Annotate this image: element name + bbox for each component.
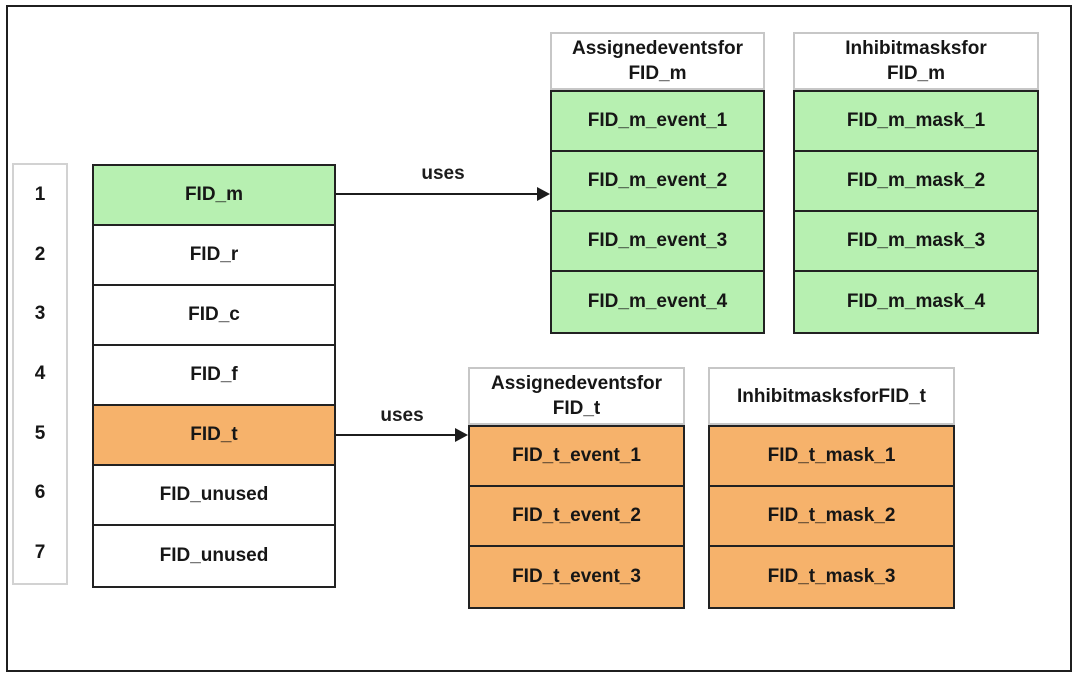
fid-t-events-header: Assignedeventsfor FID_t	[468, 367, 685, 425]
fid-t-events-title-line2: FID_t	[552, 398, 601, 419]
fid-m-masks-title-line2: FID_m	[886, 63, 946, 84]
fid-index-column: 1 2 3 4 5 6 7	[12, 163, 68, 585]
uses-arrow-fid-t-label: uses	[380, 405, 424, 426]
fid-row-fid-c: FID_c	[94, 286, 334, 346]
fid-t-events-title-line1: Assignedeventsfor	[490, 373, 663, 394]
index-number: 6	[34, 482, 46, 504]
fid-t-masks-table: InhibitmasksforFID_t FID_t_mask_1 FID_t_…	[708, 367, 955, 609]
fid-m-masks-header: Inhibitmasksfor FID_m	[793, 32, 1039, 90]
uses-arrow-fid-t	[336, 428, 468, 442]
index-number: 1	[34, 183, 46, 205]
fid-row-fid-f: FID_f	[94, 346, 334, 406]
fid-m-mask-cell: FID_m_mask_1	[795, 92, 1037, 152]
index-number: 3	[34, 303, 46, 325]
fid-m-events-header: Assignedeventsfor FID_m	[550, 32, 765, 90]
fid-m-events-title-line1: Assignedeventsfor	[571, 38, 744, 59]
fid-t-event-cell: FID_t_event_3	[470, 547, 683, 607]
index-number: 5	[34, 422, 46, 444]
index-number: 4	[34, 363, 46, 385]
fid-m-masks-table: Inhibitmasksfor FID_m FID_m_mask_1 FID_m…	[793, 32, 1039, 334]
fid-row-fid-m: FID_m	[94, 166, 334, 226]
index-number: 7	[34, 542, 46, 564]
fid-m-event-cell: FID_m_event_4	[552, 272, 763, 332]
fid-row-fid-unused-2: FID_unused	[94, 526, 334, 586]
fid-m-mask-cell: FID_m_mask_3	[795, 212, 1037, 272]
uses-arrow-fid-m	[336, 187, 550, 201]
fid-t-masks-header: InhibitmasksforFID_t	[708, 367, 955, 425]
fid-m-mask-cell: FID_m_mask_4	[795, 272, 1037, 332]
index-number: 2	[34, 243, 46, 265]
fid-row-fid-unused-1: FID_unused	[94, 466, 334, 526]
fid-table: FID_m FID_r FID_c FID_f FID_t FID_unused…	[92, 164, 336, 588]
fid-t-mask-cell: FID_t_mask_3	[710, 547, 953, 607]
fid-m-event-cell: FID_m_event_2	[552, 152, 763, 212]
fid-m-mask-cell: FID_m_mask_2	[795, 152, 1037, 212]
fid-t-mask-cell: FID_t_mask_1	[710, 427, 953, 487]
fid-m-event-cell: FID_m_event_3	[552, 212, 763, 272]
uses-arrow-fid-m-label: uses	[421, 163, 465, 184]
fid-m-masks-title-line1: Inhibitmasksfor	[845, 38, 987, 59]
fid-row-fid-r: FID_r	[94, 226, 334, 286]
fid-t-mask-cell: FID_t_mask_2	[710, 487, 953, 547]
fid-t-events-table: Assignedeventsfor FID_t FID_t_event_1 FI…	[468, 367, 685, 609]
fid-m-events-table: Assignedeventsfor FID_m FID_m_event_1 FI…	[550, 32, 765, 334]
fid-row-fid-t: FID_t	[94, 406, 334, 466]
fid-t-event-cell: FID_t_event_2	[470, 487, 683, 547]
fid-t-event-cell: FID_t_event_1	[470, 427, 683, 487]
fid-t-masks-title: InhibitmasksforFID_t	[737, 385, 926, 407]
fid-m-events-title-line2: FID_m	[628, 63, 687, 84]
fid-m-event-cell: FID_m_event_1	[552, 92, 763, 152]
